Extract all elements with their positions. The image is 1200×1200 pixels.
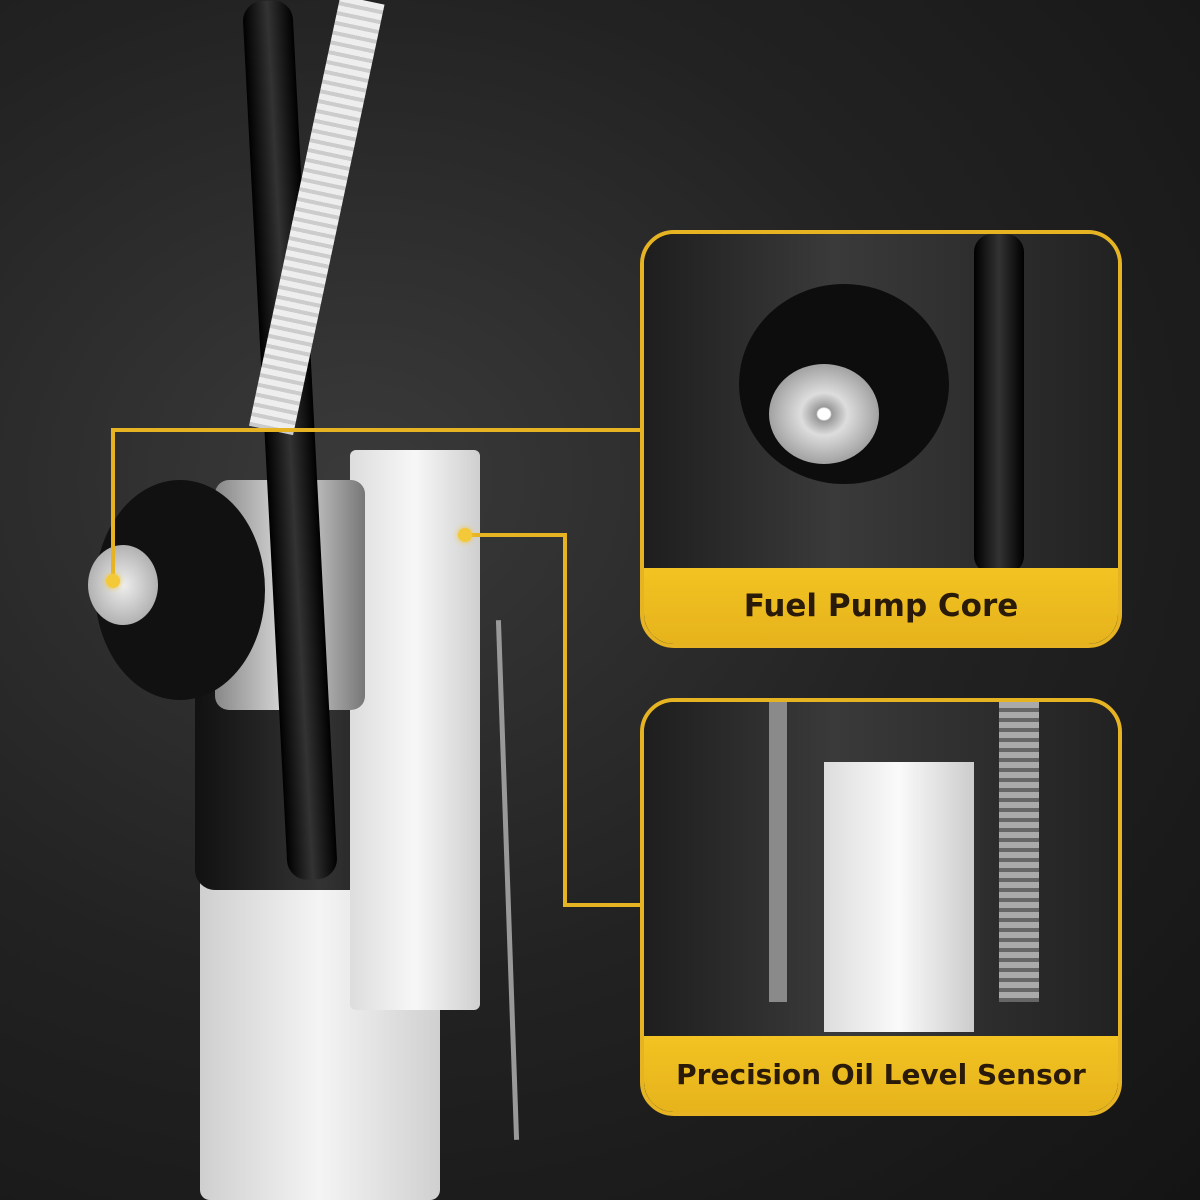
oil-level-sensor-closeup [644, 702, 1118, 1036]
callout-label: Precision Oil Level Sensor [644, 1036, 1118, 1112]
callout-oil-level-sensor: Precision Oil Level Sensor [640, 698, 1122, 1116]
callout-line-2-h2 [563, 903, 642, 907]
callout-line-2-h [465, 533, 567, 537]
fuel-pump-core-closeup [644, 234, 1118, 574]
callout-marker-2 [458, 528, 472, 542]
callout-line-1-h [113, 428, 642, 432]
callout-fuel-pump-core: Fuel Pump Core [640, 230, 1122, 648]
callout-line-2-v [563, 533, 567, 907]
callout-marker-1 [106, 574, 120, 588]
callout-line-1-v [111, 428, 115, 578]
callout-label: Fuel Pump Core [644, 568, 1118, 644]
